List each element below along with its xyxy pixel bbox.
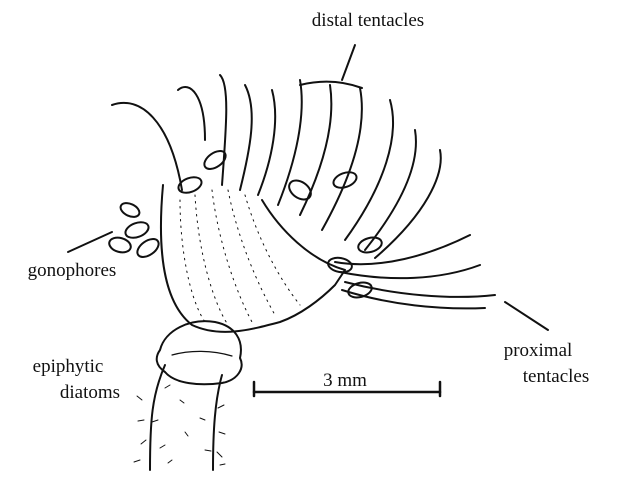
stem (150, 365, 222, 470)
distal-leader-line (342, 45, 355, 80)
label-epiphytic: epiphytic (33, 356, 104, 377)
proximal-leader-line (505, 302, 548, 330)
scale-bar-label: 3 mm (323, 370, 367, 391)
epiphytic-diatoms-drawing (134, 396, 225, 465)
gonophores-leader-line (68, 232, 112, 252)
collar (157, 321, 242, 384)
label-tentacles: tentacles (523, 366, 589, 387)
scale-bar: 3 mm (254, 370, 440, 396)
label-gonophores: gonophores (28, 260, 117, 281)
hydranth-body (161, 185, 345, 332)
label-diatoms: diatoms (60, 382, 120, 403)
label-proximal: proximal (504, 340, 573, 361)
label-distal-tentacles: distal tentacles (312, 10, 424, 31)
